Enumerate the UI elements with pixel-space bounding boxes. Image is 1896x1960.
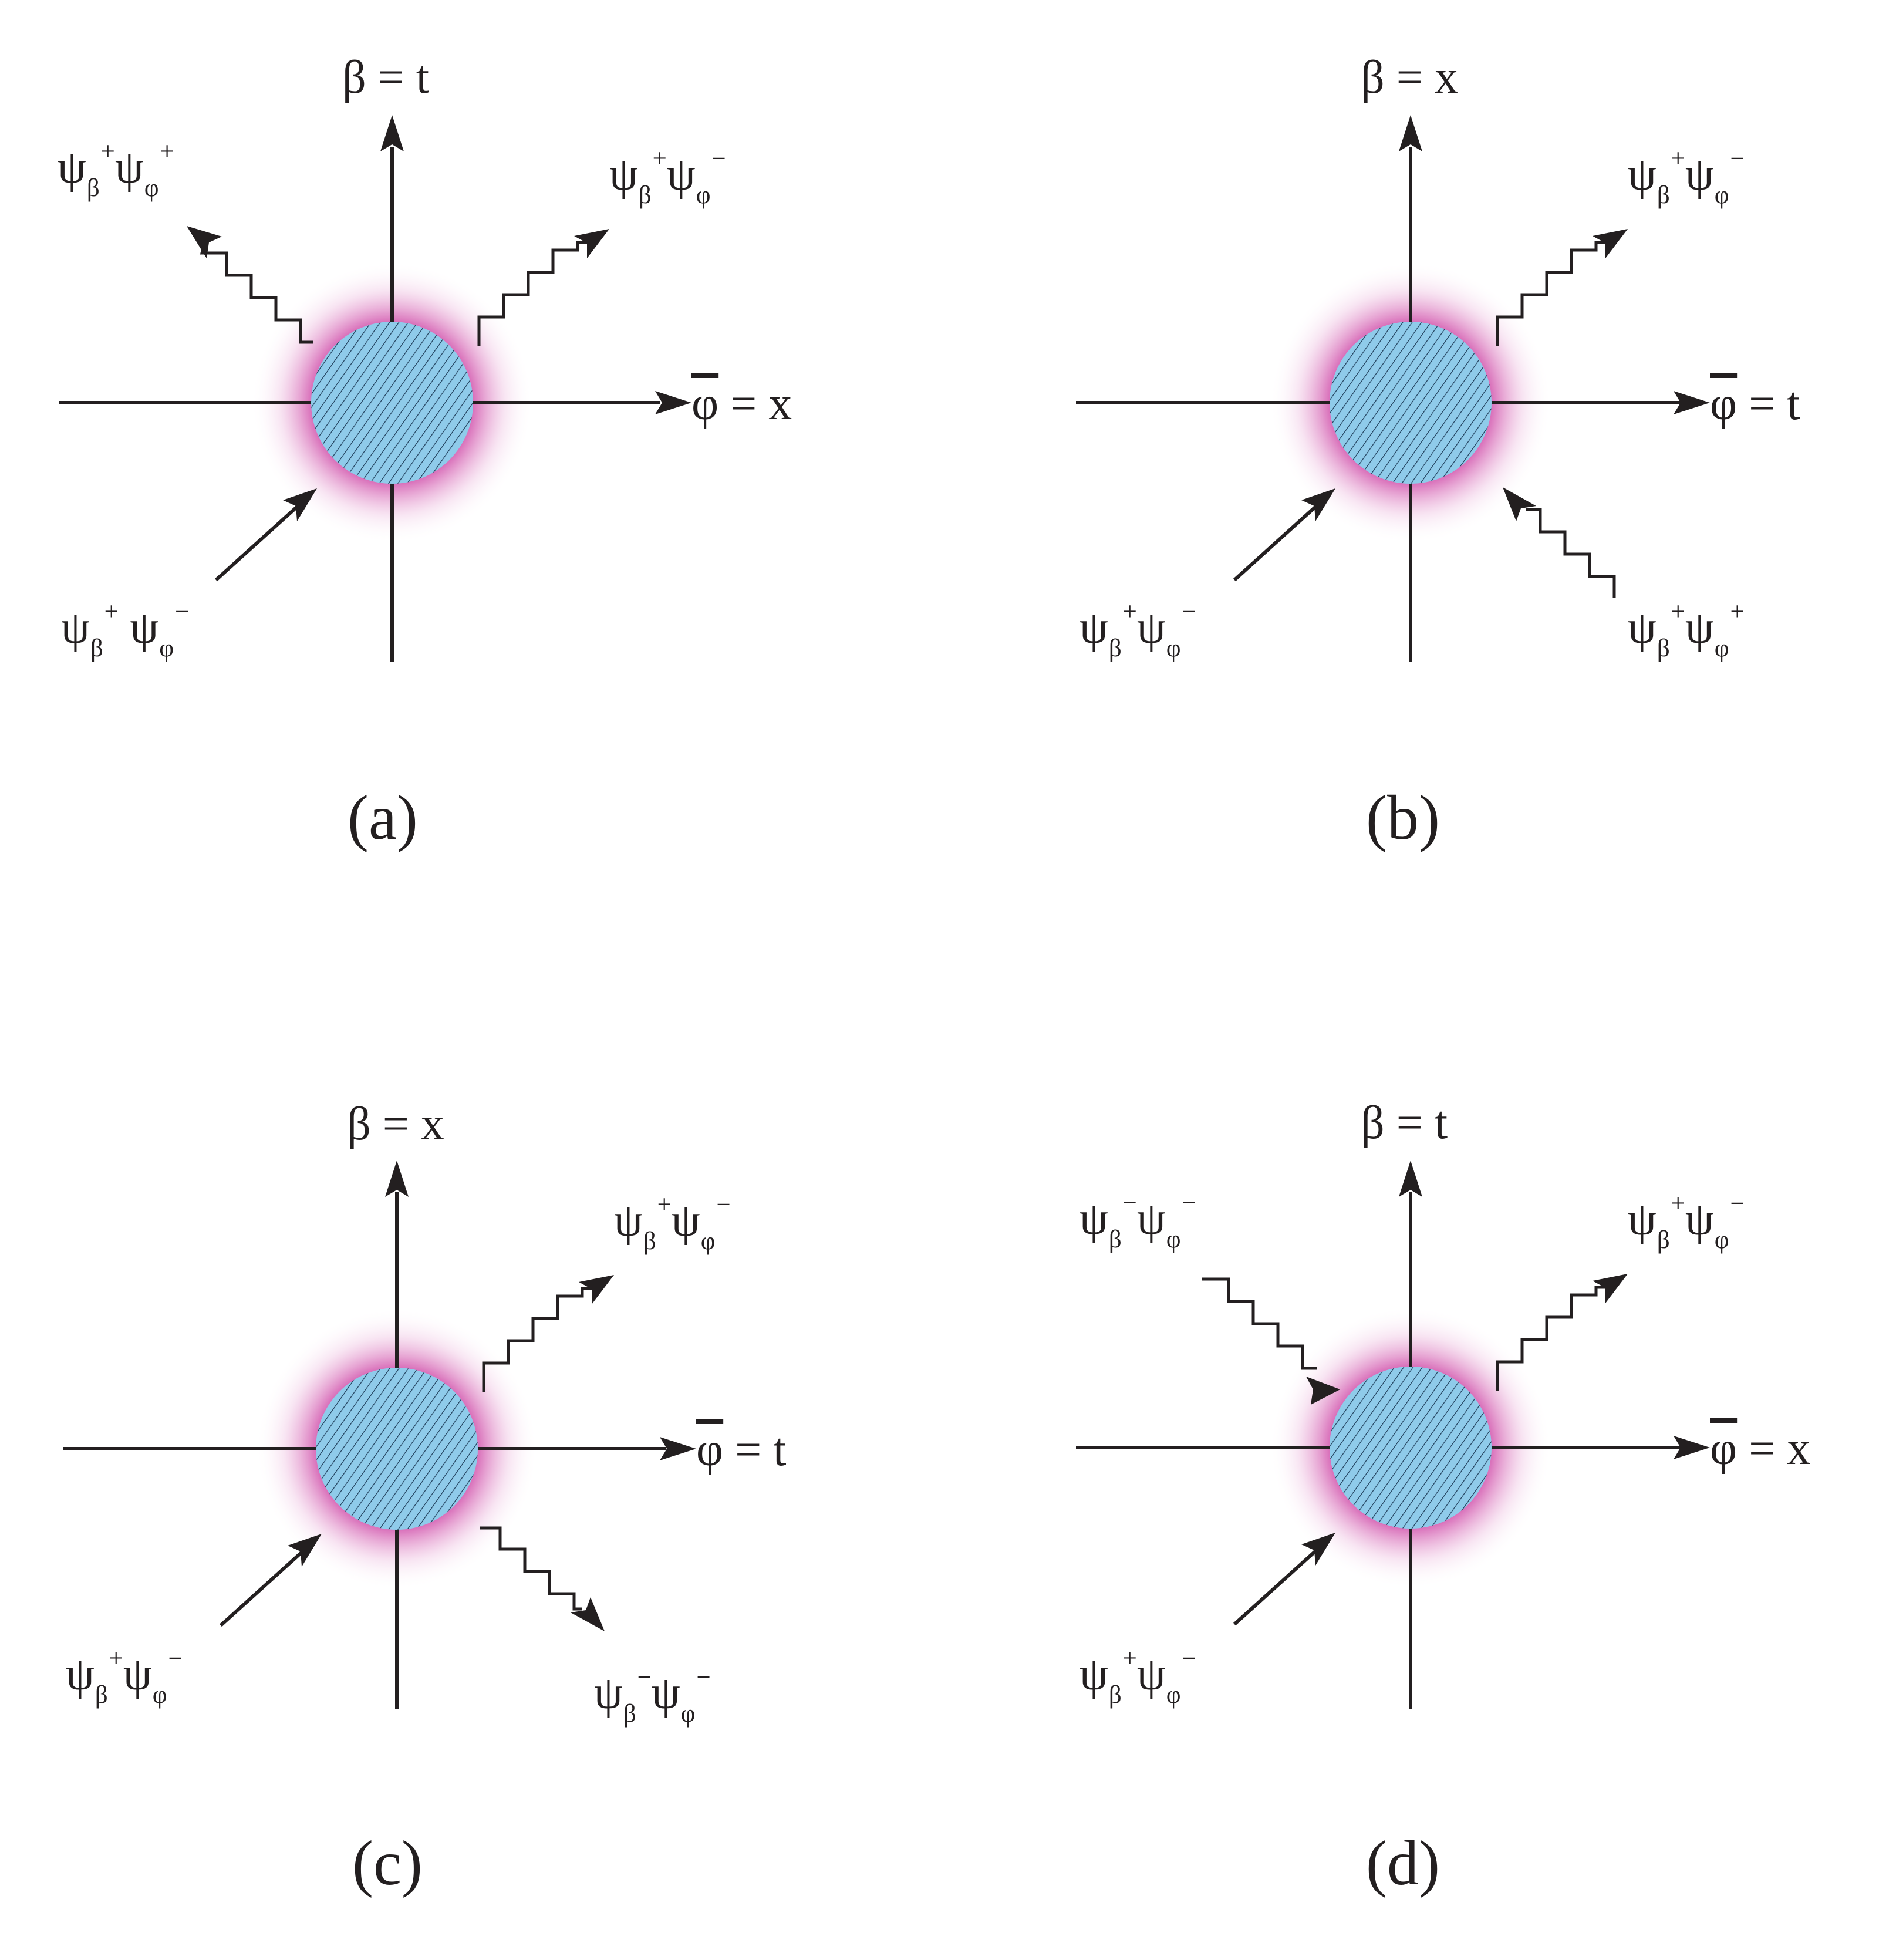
arrowhead-up-right <box>579 1275 614 1304</box>
arrowhead-incoming-upper-left <box>1306 1377 1340 1405</box>
diagram-a <box>59 115 691 662</box>
wavy-line-up-left <box>200 237 313 344</box>
beta-axis-label: β = t <box>1361 1097 1448 1149</box>
panel-caption: (c) <box>352 1829 423 1898</box>
beta-axis-label: β = x <box>1361 52 1458 103</box>
wavy-line-incoming-upper-left <box>1202 1277 1317 1370</box>
wavy-line-outgoing-lower-right <box>480 1526 582 1611</box>
wavy-line-up-right <box>1496 241 1607 346</box>
wavy-line-up-right <box>477 241 588 346</box>
arrowhead-up-right <box>1593 1274 1628 1303</box>
particle-label-incoming: ψβ+ψφ− <box>1079 1645 1196 1709</box>
beta-axis-arrowhead <box>385 1161 409 1197</box>
arrowhead-up-left <box>187 226 222 258</box>
arrowhead-incoming-lower-right <box>1503 487 1536 521</box>
straight-line-incoming <box>219 1547 307 1627</box>
diagram-c <box>63 1161 696 1709</box>
phi-axis-arrowhead <box>1674 1436 1710 1459</box>
particle-label-incoming-upper-left: ψβ−ψφ− <box>1079 1189 1196 1254</box>
arrowhead-up-right <box>1593 229 1628 258</box>
interaction-vertex <box>311 322 473 484</box>
arrowhead-incoming <box>1301 1533 1335 1566</box>
beta-axis-label: β = x <box>347 1098 444 1150</box>
interaction-vertex <box>1330 1367 1492 1529</box>
beta-axis-arrowhead <box>1399 115 1422 151</box>
phi-axis-label: φ = x <box>1710 1423 1811 1475</box>
interaction-vertex <box>316 1368 478 1530</box>
particle-label-up-right: ψβ+ψφ− <box>609 145 726 210</box>
straight-line-incoming <box>1233 1546 1321 1626</box>
particle-label-up-left: ψβ+ψφ+ <box>58 138 174 203</box>
phi-axis-label: φ = x <box>691 378 792 430</box>
diagram-d <box>1076 1161 1710 1709</box>
particle-label-up-right: ψβ+ψφ− <box>614 1191 731 1256</box>
panel-b: β = x φ = t ψβ+ψφ− ψβ+ψφ− ψβ+ψφ+ (b) <box>948 0 1896 980</box>
particle-label-incoming-lower-right: ψβ+ψφ+ <box>1628 598 1745 663</box>
particle-label-up-right: ψβ+ψφ− <box>1628 1190 1745 1254</box>
arrowhead-incoming <box>288 1534 322 1567</box>
beta-axis-arrowhead <box>380 115 404 151</box>
particle-label-up-right: ψβ+ψφ− <box>1628 145 1745 210</box>
particle-label-outgoing-lower-right: ψβ−ψφ− <box>594 1664 711 1728</box>
panel-d: β = t φ = x ψβ−ψφ− ψβ+ψφ− ψβ+ψφ− (d) <box>948 980 1896 1959</box>
panel-caption: (b) <box>1366 783 1440 853</box>
beta-axis-label: β = t <box>342 52 430 103</box>
phi-axis-arrowhead <box>660 1437 696 1460</box>
panel-caption: (d) <box>1366 1829 1440 1898</box>
phi-axis-arrowhead <box>655 391 691 414</box>
diagram-b <box>1076 115 1710 662</box>
arrowhead-incoming <box>283 488 317 521</box>
arrowhead-up-right <box>574 229 609 258</box>
straight-line-incoming <box>214 502 302 582</box>
phi-axis-arrowhead <box>1674 391 1710 414</box>
panel-caption: (a) <box>348 783 418 853</box>
arrowhead-incoming <box>1301 488 1335 521</box>
phi-axis-label: φ = t <box>696 1424 787 1476</box>
particle-label-incoming: ψβ+ψφ− <box>1079 598 1196 663</box>
panel-a: β = t φ = x ψβ+ψφ+ ψβ+ψφ− ψβ+ ψφ− (a) <box>0 0 948 980</box>
arrowhead-outgoing-lower-right <box>571 1597 605 1631</box>
wavy-line-up-right <box>482 1287 593 1392</box>
straight-line-incoming <box>1233 502 1321 582</box>
phi-axis-label: φ = t <box>1710 378 1800 430</box>
panel-c: β = x φ = t ψβ+ψφ− ψβ+ψφ− ψβ−ψφ− (c) <box>0 980 948 1959</box>
wavy-line-up-right <box>1496 1286 1607 1391</box>
interaction-vertex <box>1330 322 1492 484</box>
wavy-line-incoming-lower-right <box>1526 508 1616 598</box>
particle-label-incoming: ψβ+ψφ− <box>66 1645 183 1709</box>
beta-axis-arrowhead <box>1399 1161 1422 1197</box>
particle-label-incoming: ψβ+ ψφ− <box>61 598 190 663</box>
